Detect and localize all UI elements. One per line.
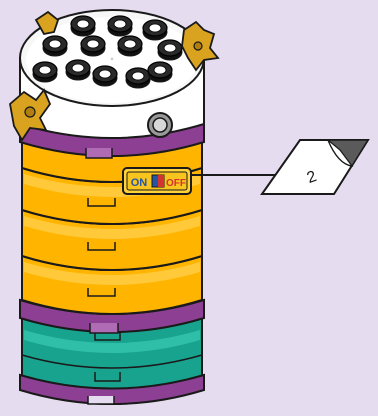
stud-icon <box>71 16 95 36</box>
switch-on-label: ON <box>131 177 148 189</box>
round-peg-icon <box>148 113 172 137</box>
stud-icon <box>143 20 167 40</box>
stud-icon <box>126 68 150 88</box>
on-off-switch: ON OFF <box>123 168 191 194</box>
switch-off-label: OFF <box>166 178 186 189</box>
yellow-ring-stack <box>22 140 202 314</box>
center-mark-icon: ◦ <box>110 54 114 65</box>
stud-icon <box>118 36 142 56</box>
stud-icon <box>43 36 67 56</box>
stud-icon <box>148 62 172 82</box>
stud-icon <box>93 66 117 86</box>
stud-icon <box>33 62 57 82</box>
stud-icon <box>108 16 132 36</box>
stud-icon <box>158 40 182 60</box>
stud-icon <box>66 60 90 80</box>
stud-icon <box>81 36 105 56</box>
sticker-callout: 2 <box>262 140 368 194</box>
